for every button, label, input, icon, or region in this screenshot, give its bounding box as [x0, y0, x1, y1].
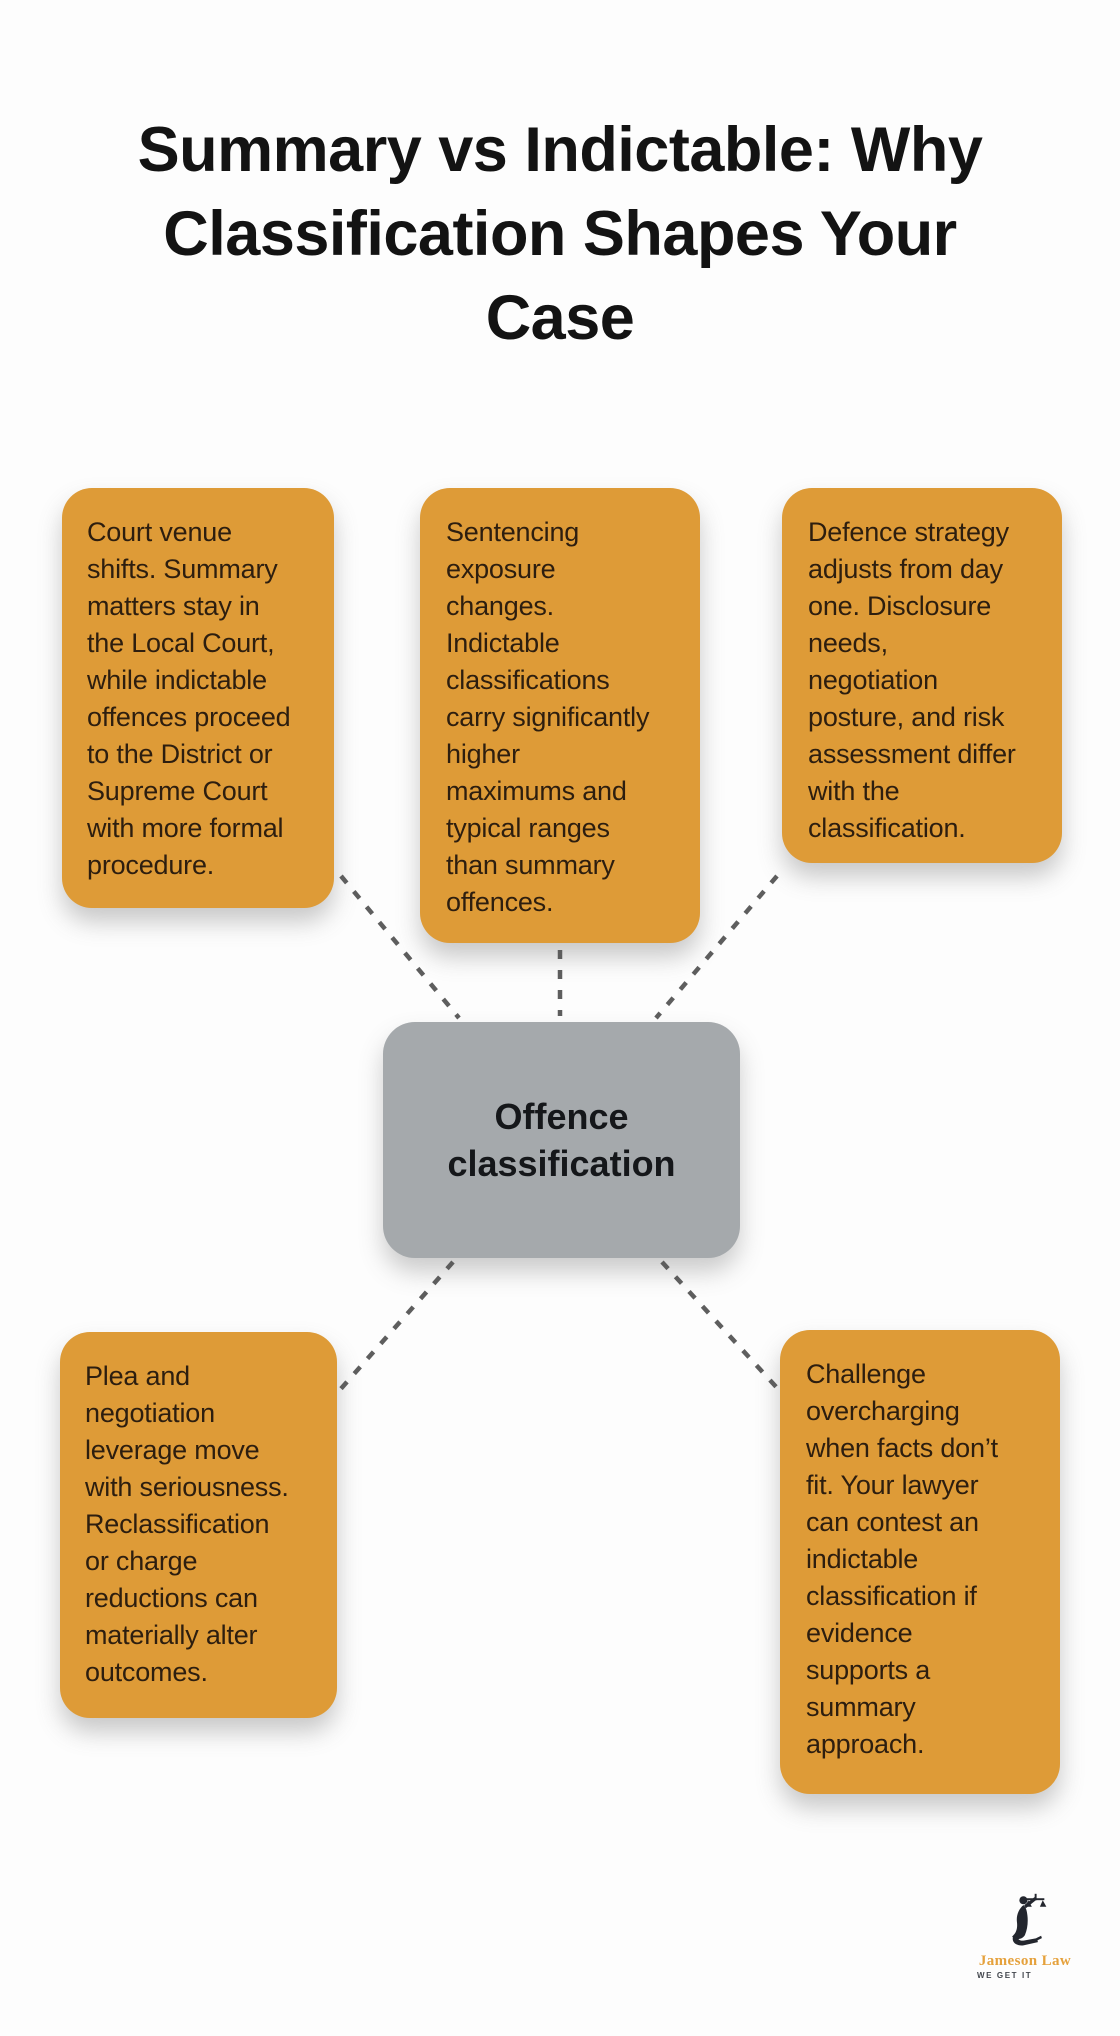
brand-name: Jameson Law — [978, 1953, 1072, 1969]
node-plea-negotiation: Plea and negotiation leverage move with … — [60, 1332, 337, 1718]
connector-bottom-right — [660, 1260, 781, 1392]
node-defence-strategy: Defence strategy adjusts from day one. D… — [782, 488, 1062, 863]
node-sentencing-exposure: Sentencing exposure changes. Indictable … — [420, 488, 700, 943]
page-title: Summary vs Indictable: Why Classificatio… — [137, 115, 983, 353]
brand-logo: Jameson Law WE GET IT — [955, 1893, 1095, 1980]
node-court-venue: Court venue shifts. Summary matters stay… — [62, 488, 334, 908]
connector-bottom-left — [336, 1260, 455, 1394]
node-challenge-overcharging: Challenge overcharging when facts don’t … — [780, 1330, 1060, 1794]
brand-tagline: WE GET IT — [977, 1971, 1033, 1980]
node-offence-classification: Offence classification — [383, 1022, 740, 1258]
lady-justice-icon — [1012, 1893, 1047, 1946]
